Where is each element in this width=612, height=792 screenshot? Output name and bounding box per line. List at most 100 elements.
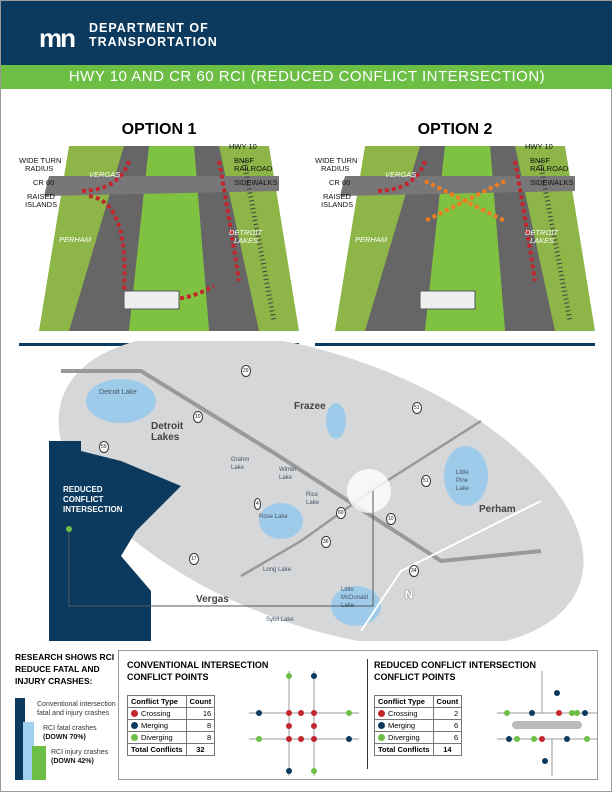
route-shield: 51: [421, 475, 431, 487]
route-shield: 59: [99, 441, 109, 453]
bar-label: RCI fatal crashes: [43, 725, 97, 732]
divider: [367, 659, 368, 769]
label-cr60: CR 60: [329, 178, 351, 187]
inset-label: REDUCED CONFLICT INTERSECTION: [63, 485, 123, 514]
merging-dot-icon: [378, 722, 385, 729]
label-detroit: DETROIT: [229, 228, 262, 237]
label-islands: ISLANDS: [321, 200, 354, 209]
count: 8: [185, 719, 216, 732]
mndot-logo: mn: [39, 23, 76, 53]
label-islands: ISLANDS: [25, 200, 58, 209]
bar-note: (DOWN 70%): [43, 734, 86, 741]
town-label: Frazee: [294, 401, 326, 412]
conventional-section: CONVENTIONAL INTERSECTION CONFLICT POINT…: [127, 659, 268, 756]
bar-rci-injury: [32, 746, 46, 780]
crossing-dot-icon: [378, 710, 385, 717]
lake-label: Detroit Lake: [99, 389, 137, 396]
label-cr60: CR 60: [33, 178, 55, 187]
label-vergas: VERGAS: [89, 170, 121, 179]
label-raised: RAISED: [323, 192, 351, 201]
total: 14: [432, 743, 463, 756]
route-shield: 36: [321, 536, 331, 548]
merging-dot-icon: [131, 722, 138, 729]
label-sidewalks: SIDEWALKS: [234, 178, 278, 187]
route-shield: 4: [254, 498, 261, 510]
count: 2: [432, 707, 463, 720]
type: Diverging: [141, 733, 173, 742]
route-shield: 60: [336, 507, 346, 519]
section-title: CONFLICT POINTS: [127, 672, 209, 682]
label-radius: RADIUS: [321, 164, 350, 173]
label-radius: RADIUS: [25, 164, 54, 173]
route-shield: 34: [409, 565, 419, 577]
dept-line1: DEPARTMENT OF: [89, 21, 209, 35]
type: Diverging: [388, 733, 420, 742]
col-header: Count: [432, 695, 463, 708]
type: Merging: [388, 721, 416, 730]
total: 32: [185, 743, 216, 756]
label-railroad: RAILROAD: [234, 164, 273, 173]
count: 16: [185, 707, 216, 720]
route-shield: 17: [189, 553, 199, 565]
section-title: REDUCED CONFLICT INTERSECTION: [374, 660, 536, 670]
count: 6: [432, 719, 463, 732]
diverging-dot-icon: [378, 734, 385, 741]
label-sidewalks: SIDEWALKS: [530, 178, 574, 187]
dept-line2: TRANSPORTATION: [89, 35, 218, 49]
label-railroad: RAILROAD: [530, 164, 569, 173]
label-lakes: LAKES: [530, 236, 555, 245]
label-vergas: VERGAS: [385, 170, 417, 179]
type: Merging: [141, 721, 169, 730]
col-header: Count: [185, 695, 216, 708]
research-title: RESEARCH SHOWS RCI REDUCE FATAL AND INJU…: [15, 652, 115, 686]
town-label: Perham: [479, 504, 516, 515]
route-shield: 10: [193, 411, 203, 423]
bar-label: Conventional intersection fatal and inju…: [37, 701, 116, 717]
label-hwy10: HWY 10: [525, 142, 553, 151]
rci-diagram: [497, 671, 597, 776]
section-title: CONFLICT POINTS: [374, 672, 456, 682]
type: Crossing: [388, 709, 418, 718]
lake-label: Sybil Lake: [266, 617, 294, 623]
count: 6: [432, 731, 463, 744]
diverging-dot-icon: [131, 734, 138, 741]
lake-label: Rose Lake: [259, 514, 288, 520]
label-wide-turn: WIDE TURN: [315, 156, 358, 165]
total-label: Total Conflicts: [374, 743, 434, 756]
col-header: Conflict Type: [374, 695, 434, 708]
north-arrow-icon: N: [405, 589, 413, 601]
title-banner: HWY 10 AND CR 60 RCI (REDUCED CONFLICT I…: [1, 65, 612, 89]
location-map: Detroit Lake Detroit Lakes Frazee Vergas…: [1, 341, 612, 641]
total-label: Total Conflicts: [127, 743, 187, 756]
lake-label: Grahm Lake: [231, 457, 250, 471]
type: Crossing: [141, 709, 171, 718]
route-shield: 10: [386, 513, 396, 525]
option-title: OPTION 1: [121, 121, 197, 138]
option-1: OPTION 1 HWY 10 BNSF RAILROAD SIDEWALKS …: [19, 121, 299, 346]
town-label: Detroit Lakes: [151, 421, 184, 443]
crossing-dot-icon: [131, 710, 138, 717]
count: 8: [185, 731, 216, 744]
bar-rci-fatal: [23, 722, 34, 780]
rci-section: REDUCED CONFLICT INTERSECTION CONFLICT P…: [374, 659, 536, 756]
intersection-diagram: [315, 146, 595, 346]
lake-label: Wimer Lake: [279, 467, 297, 481]
label-wide-turn: WIDE TURN: [19, 156, 62, 165]
lake-label: Little McDonald Lake: [341, 587, 369, 609]
conventional-diagram: [249, 671, 359, 776]
label-detroit: DETROIT: [525, 228, 558, 237]
map-graphic: [49, 341, 584, 641]
conflict-points-panel: CONVENTIONAL INTERSECTION CONFLICT POINT…: [118, 650, 598, 780]
label-hwy10: HWY 10: [229, 142, 257, 151]
label-bnsf: BNSF: [234, 156, 255, 165]
label-lakes: LAKES: [234, 236, 259, 245]
lake-label: Long Lake: [263, 567, 292, 573]
label-perham: PERHAM: [355, 235, 388, 244]
route-shield: 51: [412, 402, 422, 414]
bar-label: RCI injury crashes: [51, 749, 109, 756]
route-shield: 29: [241, 365, 251, 377]
